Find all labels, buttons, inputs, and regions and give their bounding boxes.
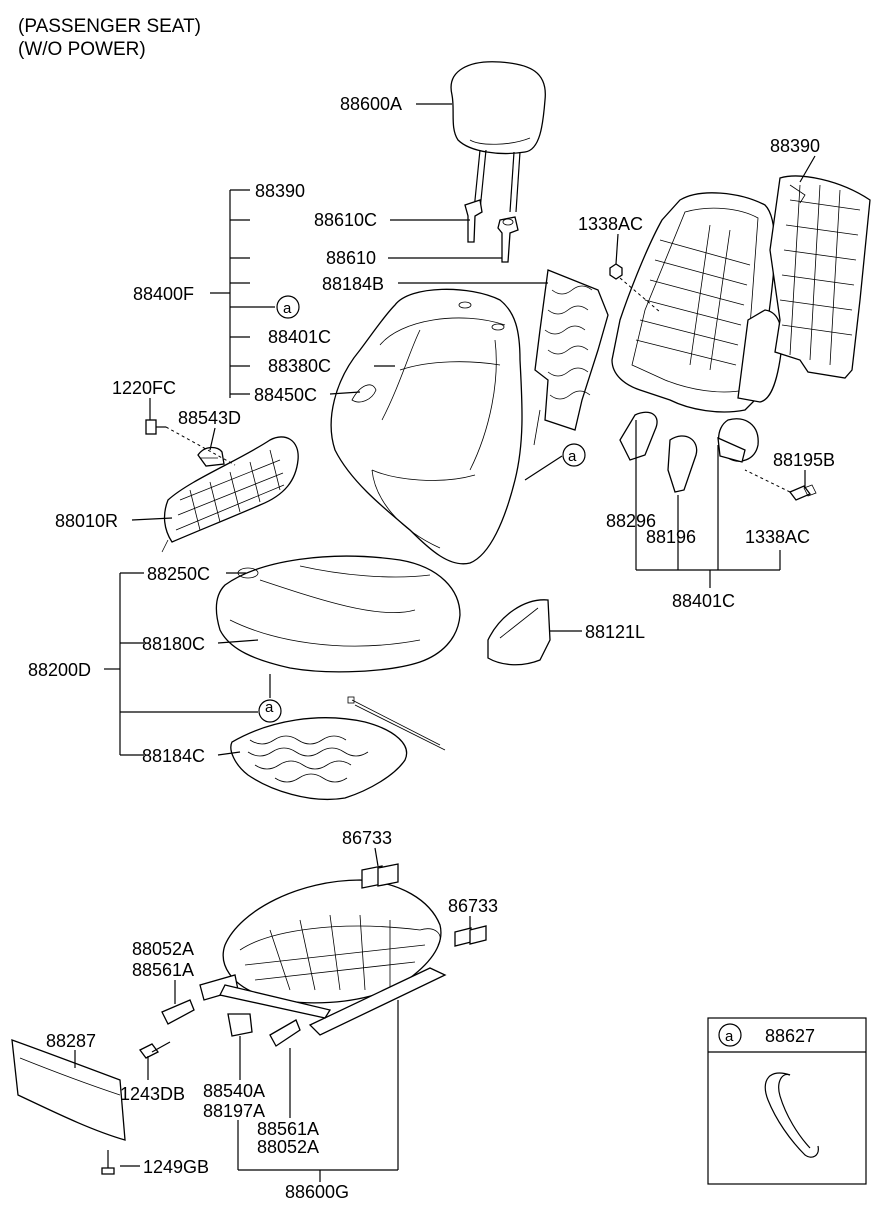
callout-circle-back [276,295,300,319]
label-88196: 88196 [646,527,696,547]
label-88390-pad: 88390 [770,136,820,156]
label-88184b: 88184B [322,274,384,294]
outer-shield [161,436,299,553]
callout-a-back: a [283,300,292,317]
label-86733-b: 86733 [448,896,498,916]
part-labels: 88600A 88390 88390 88610C 88610 88400F 8… [28,94,835,1202]
seat-cushion-drawing [215,555,461,673]
callout-circle-back-right [562,443,586,467]
callout-circle-cushion [258,699,282,723]
header-line-1: (PASSENGER SEAT) [18,16,201,37]
label-88200d: 88200D [28,660,91,680]
label-88195b: 88195B [773,450,835,470]
label-1338ac-bottom: 1338AC [745,527,810,547]
label-88561a-right: 88561A [257,1119,319,1139]
label-88052a-left: 88052A [132,939,194,959]
label-88400f: 88400F [133,284,194,304]
seat-back-drawing [330,288,523,565]
back-cover-pad [769,175,871,379]
label-88610: 88610 [326,248,376,268]
side-cover [487,599,551,666]
label-88450c: 88450C [254,385,317,405]
headrest-drawing [450,61,546,263]
knob-and-screw [145,419,236,467]
callout-a-back-right: a [568,448,577,465]
front-trim [11,1039,126,1141]
label-88197a: 88197A [203,1101,265,1121]
cushion-heater-mat [230,696,446,801]
label-88401c-bracket: 88401C [268,327,331,347]
label-88380c: 88380C [268,356,331,376]
legend-callout-a: a [725,1028,734,1045]
label-88250c: 88250C [147,564,210,584]
label-88296: 88296 [606,511,656,531]
label-88390-bracket: 88390 [255,181,305,201]
label-88561a-left: 88561A [132,960,194,980]
label-88401c-group: 88401C [672,591,735,611]
label-88540a: 88540A [203,1081,265,1101]
callout-a-cushion: a [265,699,274,716]
label-1243db: 1243DB [120,1084,185,1104]
label-88600g: 88600G [285,1182,349,1202]
label-88184c: 88184C [142,746,205,766]
label-88121l: 88121L [585,622,645,642]
header-line-2: (W/O POWER) [18,39,146,60]
label-88600a: 88600A [340,94,402,114]
back-heater-mat [533,269,609,446]
label-88610c: 88610C [314,210,377,230]
label-1220fc: 1220FC [112,378,176,398]
label-88543d: 88543D [178,408,241,428]
seat-back-frame [611,192,783,493]
label-1249gb: 1249GB [143,1157,209,1177]
label-88287: 88287 [46,1031,96,1051]
label-88052a-right: 88052A [257,1137,319,1157]
label-88180c: 88180C [142,634,205,654]
legend-88627: 88627 [765,1026,815,1046]
label-1338ac-top: 1338AC [578,214,643,234]
label-88010r: 88010R [55,511,118,531]
leader-lines [74,103,816,1182]
seat-track-drawing [101,863,487,1175]
legend-box [707,1017,867,1185]
label-86733-a: 86733 [342,828,392,848]
